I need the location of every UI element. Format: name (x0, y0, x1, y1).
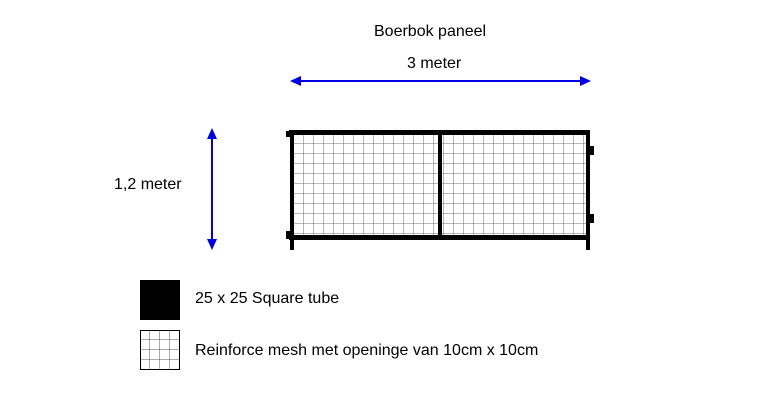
hinge-tab (588, 146, 594, 155)
mesh-grid-icon (140, 330, 180, 370)
right-post (586, 130, 590, 250)
legend-mesh-label: Reinforce mesh met openinge van 10cm x 1… (195, 342, 539, 359)
left-post (290, 130, 294, 250)
solid-square-icon (140, 280, 180, 320)
panel (286, 130, 594, 250)
hinge-tab (286, 231, 292, 239)
width-label: 3 meter (407, 55, 462, 72)
diagram-title: Boerbok paneel (374, 23, 487, 40)
hinge-tab (286, 131, 292, 137)
height-dimension-arrow (207, 128, 217, 250)
width-dimension-arrow (290, 76, 591, 86)
legend-square-tube-label: 25 x 25 Square tube (195, 290, 340, 307)
hinge-tab (588, 214, 594, 223)
middle-post (438, 130, 442, 240)
height-label: 1,2 meter (114, 176, 182, 193)
